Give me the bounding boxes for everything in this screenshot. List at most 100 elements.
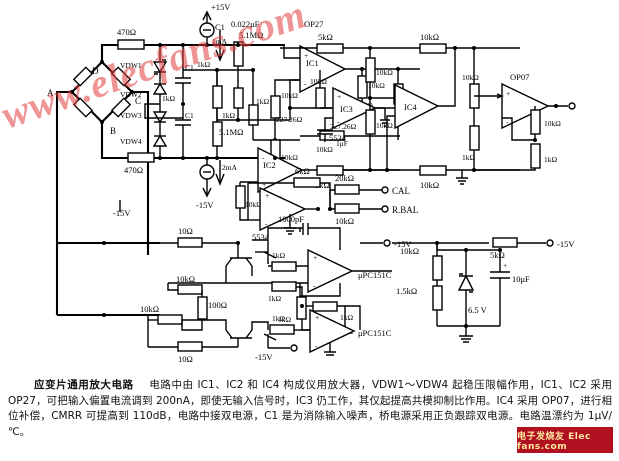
current-2ma-label: 2mA (222, 163, 238, 172)
ic3-type-label: 5534 (329, 133, 347, 143)
current-1ma-label: 1mA (212, 37, 228, 46)
ic3-label: IC3 (340, 104, 353, 114)
supply-neg-mid-label: -15V (113, 208, 131, 218)
supply-neg-label: -15V (196, 200, 214, 210)
r10k-rbal-label: 10kΩ (335, 216, 354, 226)
r10-top-label: 10Ω (178, 226, 193, 236)
supply-negative-15v: -15V (196, 156, 215, 210)
c1000pf-label: 1000pF (278, 214, 304, 224)
bottom-rail (57, 241, 160, 317)
low5534-plus: + (265, 191, 269, 200)
r10k-ic4-bottom-label: 10kΩ (420, 180, 439, 190)
resistor-100-ic3: 100Ω (310, 70, 333, 109)
resistor-10k-mid: 10kΩ (300, 130, 400, 154)
ic2-plus: + (262, 180, 266, 189)
regulator-block: 10kΩ 1.5kΩ 5kΩ -15V (392, 237, 575, 343)
r10k-op07-in-label: 10kΩ (462, 73, 479, 82)
vdw2-label: VDW2 (120, 90, 142, 99)
current-source-1ma: 1mA (212, 30, 228, 62)
opamp-upc151c-lower: + - μPC151C (294, 308, 392, 356)
ic1-type-label: OP27 (304, 19, 323, 29)
vdw1-label: VDW1 (120, 61, 142, 70)
resistor-10-bottom: 10Ω (147, 315, 238, 364)
r100-ic3-label: 100Ω (310, 77, 327, 86)
caption-line-4: 入噪声，桥电源采用正负跟踪双电源。电路温漂约为 1μV/℃。 (8, 410, 612, 438)
r1k-q2-label: 1kΩ (272, 314, 286, 323)
r10k-ic3a-label: 10kΩ (376, 68, 393, 77)
transistor-pair-lower: -15V (182, 319, 298, 362)
bridge-node-b-label: B (110, 126, 116, 136)
ic1-label: IC1 (306, 58, 319, 68)
r470-bottom-label: 470Ω (124, 165, 143, 175)
ic4-label: IC4 (404, 102, 418, 112)
caption-title: 应变片通用放大电路 (34, 379, 134, 391)
capacitor-c1-upper: C1 (175, 43, 194, 104)
upc151c-2-label: μPC151C (358, 328, 392, 338)
r51m-top-label: 5.1MΩ (239, 30, 264, 40)
cal-terminal-label: CAL (392, 186, 410, 196)
resistor-6k-feedback: 6kΩ (247, 166, 332, 220)
wheatstone-bridge: A D C B (47, 43, 285, 315)
r1k-n1-label: 1kΩ (268, 294, 282, 303)
r-22726-a-label: 227.26Ω (276, 115, 303, 124)
resistor-5k-reg: 5kΩ -15V (490, 237, 575, 260)
r10k-ic2-label: 10kΩ (245, 200, 262, 209)
upc-lower-minus: - (315, 341, 318, 350)
r100-fb-label: 100Ω (208, 300, 227, 310)
r10k-ic3b-label: 10kΩ (376, 121, 393, 130)
r1k-op07-out-label: 1kΩ (544, 155, 558, 164)
r20k-cal-label: 20kΩ (335, 173, 354, 183)
upc-upper-plus: + (313, 253, 317, 262)
r1k-n3-label: 1kΩ (340, 313, 354, 322)
resistor-1k-zener-mid: 1kΩ (144, 94, 183, 119)
resistor-5k-top: 5kΩ (316, 32, 344, 54)
supply-neg-mid: -15V (113, 200, 131, 218)
r5k-top-label: 5kΩ (318, 32, 333, 42)
c1uf-label: 1μF (336, 139, 348, 148)
opamp-op07: + - OP07 (501, 72, 576, 130)
op07-label: OP07 (510, 72, 529, 82)
resistor-10k-ic3-b: 10kΩ (365, 98, 393, 172)
opamp-ic3: IC3 + - 5534 (329, 86, 390, 143)
r10k-reg-label: 10kΩ (400, 246, 419, 256)
c10uf-plus: + (503, 261, 507, 270)
resistor-10k-op07-input: 10kΩ (462, 46, 504, 109)
zener-6v5-label: 6.5 V (468, 305, 488, 315)
r10-bottom-label: 10Ω (178, 354, 193, 364)
resistor-1k-q1: 1kΩ (268, 251, 308, 272)
resistor-10k-ic4-bottom: 10kΩ (343, 115, 520, 190)
bridge-node-d-label: D (92, 66, 99, 76)
capacitor-c1-lower: C1 (175, 102, 194, 160)
ground-symbol-main (456, 170, 468, 185)
ic3-minus: - (337, 117, 340, 126)
resistor-470-top: 470Ω (117, 27, 145, 50)
capacitor-1uf: 1μF (317, 117, 348, 148)
r10k-ic1-in-label: 10kΩ (281, 91, 298, 100)
r5k-bottom-label: 5kΩ (315, 180, 330, 190)
caption-line-2: 用，IC1、IC2 采用 OP27，可把输入偏置电流调到 200nA，即使无输入… (8, 379, 613, 407)
vdw3-label: VDW3 (120, 111, 142, 120)
r1k-q1-label: 1kΩ (272, 251, 286, 260)
r10k-fb1-label: 10kΩ (176, 274, 195, 284)
zener-6v5: 6.5 V (436, 243, 500, 326)
resistor-1k-q2: 1kΩ (269, 314, 295, 335)
resistor-10-top: 10Ω (160, 226, 240, 248)
supply-neg-bottom2-label: -15V (255, 352, 273, 362)
current-source-2ma: 2mA (215, 160, 238, 186)
ic2-minus: - (262, 153, 265, 162)
figure-caption: 应变片通用放大电路 电路中由 IC1、IC2 和 IC4 构成仪用放大器，VDW… (8, 378, 612, 440)
resistor-10k-ic4-top: 10kΩ (419, 32, 447, 54)
r51m-bottom-label: 5.1MΩ (219, 127, 244, 137)
upc151c-1-label: μPC151C (358, 270, 392, 280)
op07-plus: + (506, 89, 510, 98)
resistor-10k-rbal: 10kΩ R.BAL (330, 203, 418, 226)
c1-top-ref: C1 (215, 22, 225, 32)
resistor-1k-op07: 1kΩ (462, 108, 480, 172)
supply-neg-right: -15V (360, 239, 412, 249)
upc-upper-minus: - (313, 281, 316, 290)
r10k-mid-label: 10kΩ (316, 145, 333, 154)
r10k-op07-fb-label: 10kΩ (544, 119, 561, 128)
c10uf-label: 10μF (512, 274, 530, 284)
resistor-15k-reg: 1.5kΩ (396, 280, 443, 326)
